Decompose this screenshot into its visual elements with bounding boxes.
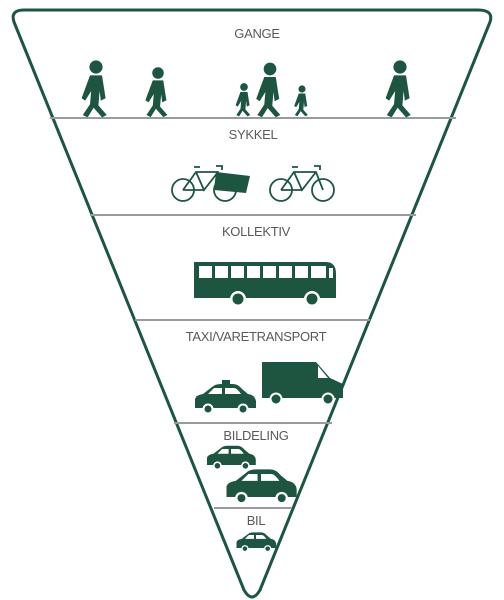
level-label-gange: GANGE (234, 26, 280, 41)
bus-icon (194, 262, 336, 307)
triangle-outline (11, 8, 493, 599)
level-label-bil: BIL (247, 513, 266, 528)
level-label-kollektiv: KOLLEKTIV (222, 224, 291, 239)
taxi-icon (195, 380, 256, 415)
level-label-bildeling: BILDELING (223, 428, 288, 443)
delivery-van-icon (262, 362, 343, 406)
level-label-taxi-varetransport: TAXI/VARETRANSPORT (186, 329, 327, 344)
level-label-sykkel: SYKKEL (229, 127, 278, 142)
cargo-bicycle-icon (171, 165, 250, 202)
